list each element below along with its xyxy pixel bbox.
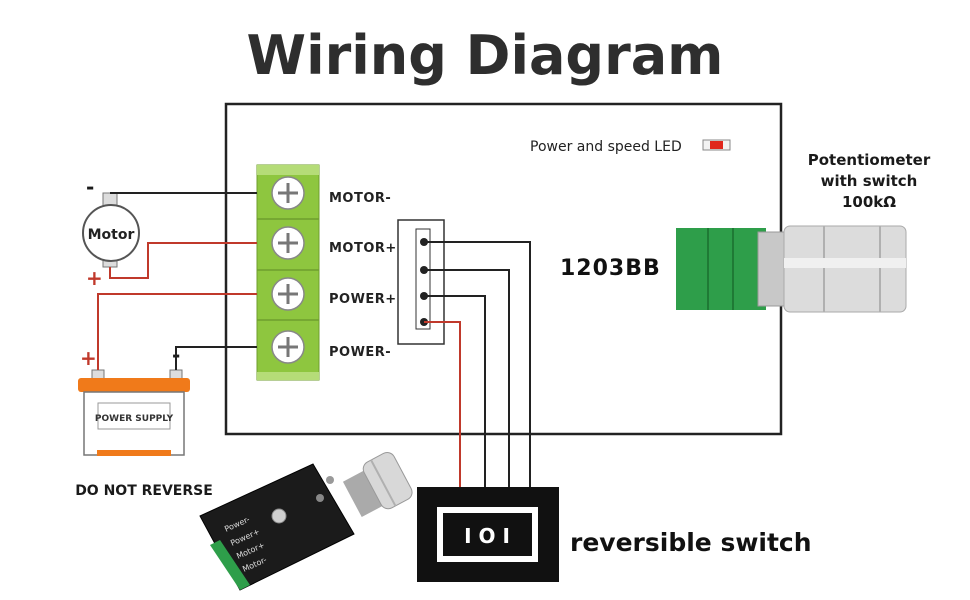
reversible-switch[interactable]: I O I xyxy=(417,487,559,582)
supply-pos-sign: + xyxy=(80,346,97,370)
switch-symbols: I O I xyxy=(464,524,510,548)
power-wires xyxy=(97,293,257,370)
terminal-label-motor-pos: MOTOR+ xyxy=(329,241,397,256)
motor-pos-sign: + xyxy=(86,266,103,290)
motor-label: Motor xyxy=(88,227,135,243)
switch-label: reversible switch xyxy=(570,528,812,557)
pot-label-line1: Potentiometer xyxy=(808,151,931,169)
motor-wires xyxy=(109,192,257,279)
terminal-label-power-neg: POWER- xyxy=(329,345,391,360)
led-label: Power and speed LED xyxy=(530,139,682,155)
power-supply-label: POWER SUPPLY xyxy=(95,414,174,424)
switch-connector xyxy=(397,219,445,345)
page-title: Wiring Diagram xyxy=(247,24,724,87)
pot-label-line3: 100kΩ xyxy=(842,193,896,211)
model-number: 1203BB xyxy=(560,256,661,281)
led-icon xyxy=(702,139,731,151)
power-supply-icon xyxy=(78,369,190,456)
terminal-screw-icon xyxy=(271,176,305,210)
switch-wires xyxy=(424,241,531,487)
terminal-screw-icon xyxy=(271,226,305,260)
terminal-screw-icon xyxy=(271,277,305,311)
do-not-reverse-warning: DO NOT REVERSE xyxy=(75,483,213,499)
terminal-screw-icon xyxy=(271,330,305,364)
board-photo: Power- Power+ Motor+ Motor- xyxy=(199,451,413,591)
terminal-label-power-pos: POWER+ xyxy=(329,292,397,307)
terminal-label-motor-neg: MOTOR- xyxy=(329,191,391,206)
potentiometer[interactable] xyxy=(676,225,907,313)
motor-neg-sign: - xyxy=(86,175,94,199)
pot-label-line2: with switch xyxy=(821,172,918,190)
